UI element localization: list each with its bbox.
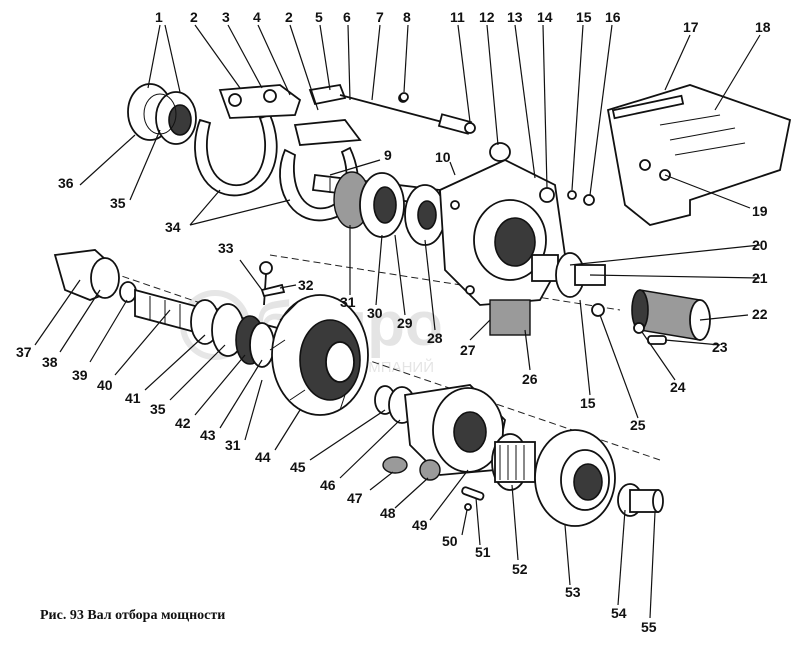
label-50: 50: [442, 533, 458, 549]
label-44: 44: [255, 449, 271, 465]
bearing-stack-28-31: [333, 171, 446, 246]
label-19: 19: [752, 203, 768, 219]
label-12: 12: [479, 9, 495, 25]
label-8: 8: [403, 9, 411, 25]
label-16: 16: [605, 9, 621, 25]
label-37: 37: [16, 344, 32, 360]
label-4: 4: [253, 9, 261, 25]
label-38: 38: [42, 354, 58, 370]
label-51: 51: [475, 544, 491, 560]
label-29: 29: [397, 315, 413, 331]
label-33: 33: [218, 240, 234, 256]
hub-54: [617, 483, 664, 517]
label-49: 49: [412, 517, 428, 533]
label-27: 27: [460, 342, 476, 358]
assembly-axes: [59, 254, 661, 461]
label-21: 21: [752, 270, 768, 286]
label-39: 39: [72, 367, 88, 383]
label-34: 34: [165, 219, 181, 235]
label-40: 40: [97, 377, 113, 393]
label-15b: 15: [580, 395, 596, 411]
label-52: 52: [512, 561, 528, 577]
label-15a: 15: [576, 9, 592, 25]
label-6: 6: [343, 9, 351, 25]
housing-13: [439, 159, 566, 336]
bolt-33: [259, 261, 286, 306]
bearing-36: [127, 83, 197, 145]
figure-caption: Рис. 93 Вал отбора мощности: [40, 608, 226, 623]
part-labels: 1 2 3 4 2 5 6 7 8 11 12 13 14 15 16 17 1…: [16, 9, 771, 635]
label-18: 18: [755, 19, 771, 35]
label-55: 55: [641, 619, 657, 635]
label-35b: 35: [150, 401, 166, 417]
label-20: 20: [752, 237, 768, 253]
leader-lines: [34, 24, 761, 619]
small-parts-23-25: [591, 303, 667, 345]
label-46: 46: [320, 477, 336, 493]
label-24: 24: [670, 379, 686, 395]
label-31a: 31: [340, 294, 356, 310]
lever-rod-7: [308, 83, 473, 135]
label-9: 9: [384, 147, 392, 163]
label-10: 10: [435, 149, 451, 165]
label-3: 3: [222, 9, 230, 25]
label-22: 22: [752, 306, 768, 322]
label-5: 5: [315, 9, 323, 25]
ring-gear-53: [534, 429, 616, 527]
label-48: 48: [380, 505, 396, 521]
label-41: 41: [125, 390, 141, 406]
label-28: 28: [427, 330, 443, 346]
label-25: 25: [630, 417, 646, 433]
label-43: 43: [200, 427, 216, 443]
label-17: 17: [683, 19, 699, 35]
label-45: 45: [290, 459, 306, 475]
label-1: 1: [155, 9, 163, 25]
brake-band-34-left: [194, 84, 302, 197]
label-36: 36: [58, 175, 74, 191]
label-53: 53: [565, 584, 581, 600]
label-31b: 31: [225, 437, 241, 453]
gear-44: [269, 294, 369, 416]
carrier-49: [404, 384, 506, 476]
label-13: 13: [507, 9, 523, 25]
sun-gear-52: [491, 433, 536, 491]
label-32: 32: [298, 277, 314, 293]
label-26: 26: [522, 371, 538, 387]
label-2a: 2: [190, 9, 198, 25]
label-47: 47: [347, 490, 363, 506]
small-parts-47-51: [382, 456, 485, 511]
bracket-37: [53, 249, 137, 303]
label-23: 23: [712, 339, 728, 355]
label-30: 30: [367, 305, 383, 321]
small-parts-8-12: [399, 92, 595, 206]
label-2b: 2: [285, 9, 293, 25]
sleeve-22: [631, 289, 711, 341]
label-35a: 35: [110, 195, 126, 211]
label-54: 54: [611, 605, 627, 621]
bearing-group-41-43: [190, 299, 275, 368]
label-14: 14: [537, 9, 553, 25]
label-7: 7: [376, 9, 384, 25]
label-42: 42: [175, 415, 191, 431]
label-11: 11: [450, 9, 465, 25]
